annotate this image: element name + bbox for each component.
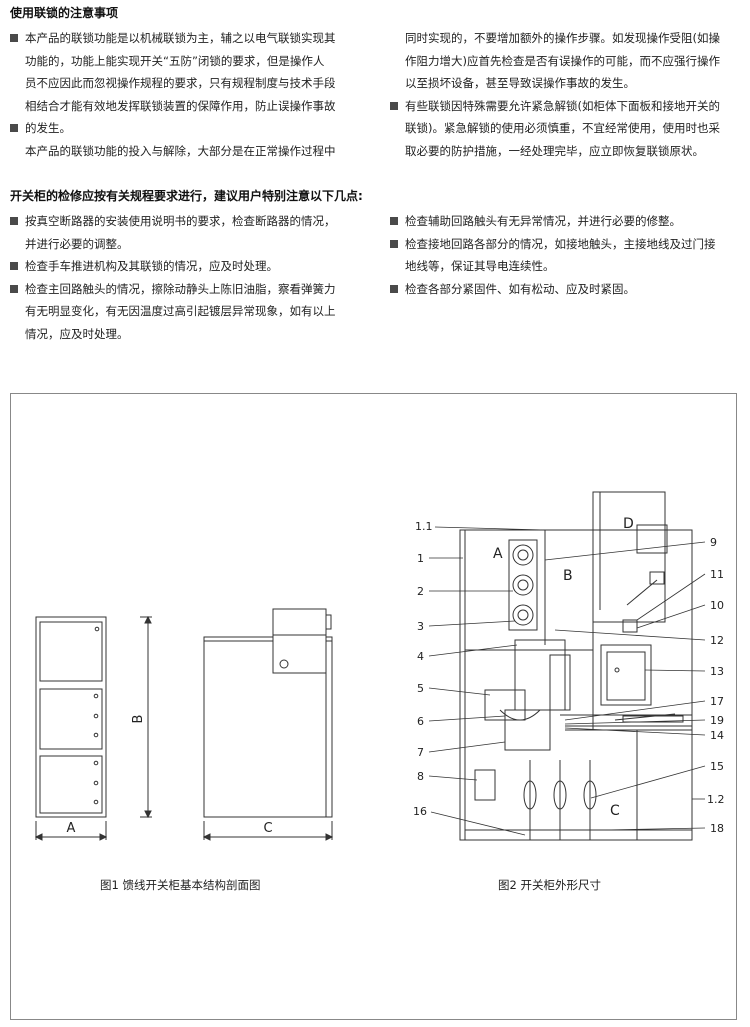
dimension-a-label: A (67, 821, 76, 836)
text-line: 并进行必要的调整。 (10, 233, 370, 256)
text-line: 本产品的联锁功能是以机械联锁为主，辅之以电气联锁实现其 (10, 27, 370, 50)
maintenance-right-column: 检查辅助回路触头有无异常情况，并进行必要的修整。检查接地回路各部分的情况，如接地… (390, 210, 742, 300)
text-line-content: 地线等，保证其导电连续性。 (405, 259, 555, 273)
interlock-right-column: 同时实现的，不要增加额外的操作步骤。如发现操作受阻(如操作阻力增大)应首先检查是… (390, 27, 742, 162)
text-line-content: 功能的，功能上能实现开关“五防”闭锁的要求，但是操作人 (25, 53, 325, 68)
bullet-square-icon (390, 239, 398, 248)
compartment-a: A (493, 546, 503, 562)
text-line: 有些联锁因特殊需要允许紧急解锁(如柜体下面板和接地开关的 (390, 95, 742, 118)
text-line: 取必要的防护措施，一经处理完毕，应立即恢复联锁原状。 (390, 140, 742, 163)
callout-10: 10 (710, 599, 724, 612)
text-line-content: 员不应因此而忽视操作规程的要求，只有规程制度与技术手段 (25, 76, 336, 90)
figure1-caption: 图1 馈线开关柜基本结构剖面图 (100, 878, 261, 892)
callout-12: 12 (710, 634, 724, 647)
dimension-c (202, 821, 334, 841)
bullet-square-icon (10, 34, 18, 42)
interlock-heading: 使用联锁的注意事项 (10, 6, 119, 20)
callout-2: 2 (417, 585, 424, 598)
dimension-b (140, 615, 152, 819)
text-line-content: 相结合才能有效地发挥联锁装置的保障作用，防止误操作事故 (25, 98, 336, 113)
text-line-content: 检查手车推进机构及其联锁的情况，应及时处理。 (25, 259, 278, 273)
dimension-c-label: C (263, 821, 272, 836)
compartment-c: C (610, 803, 620, 819)
text-line: 功能的，功能上能实现开关“五防”闭锁的要求，但是操作人 (10, 50, 370, 73)
dimension-b-label: B (131, 715, 146, 724)
text-line-content: 情况，应及时处理。 (25, 326, 129, 341)
text-line: 同时实现的，不要增加额外的操作步骤。如发现操作受阻(如操 (390, 27, 742, 50)
callout-15: 15 (710, 760, 724, 773)
text-line-content: 联锁)。紧急解锁的使用必须慎重，不宜经常使用，使用时也采 (405, 121, 720, 135)
callout-8: 8 (417, 770, 424, 783)
figure1-drawing: A B C (34, 608, 334, 841)
text-line-content: 检查辅助回路触头有无异常情况，并进行必要的修整。 (405, 214, 681, 228)
dimension-a (34, 821, 108, 841)
figure-frame (10, 393, 737, 1020)
text-line-content: 以至损坏设备，甚至导致误操作事故的发生。 (405, 76, 635, 90)
callout-3: 3 (417, 620, 424, 633)
callout-9: 9 (710, 536, 717, 549)
text-line-content: 作阻力增大)应首先检查是否有误操作的可能，而不应强行操作 (405, 53, 720, 68)
bullet-square-icon (10, 124, 18, 132)
callout-14: 14 (710, 729, 724, 742)
text-line-content: 的发生。 (25, 121, 71, 135)
figure2-caption: 图2 开关柜外形尺寸 (498, 878, 601, 892)
compartment-b: B (563, 568, 573, 584)
callout-18: 18 (710, 822, 724, 835)
side-view (203, 608, 333, 818)
text-line-content: 同时实现的，不要增加额外的操作步骤。如发现操作受阻(如操 (405, 31, 720, 45)
interlock-left-column: 本产品的联锁功能是以机械联锁为主，辅之以电气联锁实现其功能的，功能上能实现开关“… (10, 27, 370, 162)
bullet-square-icon (10, 217, 18, 225)
text-line: 作阻力增大)应首先检查是否有误操作的可能，而不应强行操作 (390, 50, 742, 73)
text-line-content: 取必要的防护措施，一经处理完毕，应立即恢复联锁原状。 (405, 143, 704, 158)
front-view (35, 616, 107, 818)
cabinet-outline (459, 529, 693, 841)
text-line: 检查接地回路各部分的情况，如接地触头，主接地线及过门接 (390, 233, 742, 256)
callout-1: 1 (417, 552, 424, 565)
text-line-content: 本产品的联锁功能的投入与解除，大部分是在正常操作过程中 (25, 143, 336, 158)
text-line: 本产品的联锁功能的投入与解除，大部分是在正常操作过程中 (10, 140, 370, 163)
text-line: 员不应因此而忽视操作规程的要求，只有规程制度与技术手段 (10, 72, 370, 95)
bullet-square-icon (390, 284, 398, 293)
maintenance-heading: 开关柜的检修应按有关规程要求进行，建议用户特别注意以下几点: (10, 189, 363, 203)
text-line: 相结合才能有效地发挥联锁装置的保障作用，防止误操作事故 (10, 95, 370, 118)
text-line: 检查辅助回路触头有无异常情况，并进行必要的修整。 (390, 210, 742, 233)
callout-6: 6 (417, 715, 424, 728)
maintenance-left-column: 按真空断路器的安装使用说明书的要求，检查断路器的情况， 并进行必要的调整。检查手车… (10, 210, 370, 345)
callout-4: 4 (417, 650, 424, 663)
callout-19: 19 (710, 714, 724, 727)
callout-11: 11 (710, 568, 724, 581)
text-line-content: 检查主回路触头的情况，擦除动静头上陈旧油脂，察看弹簧力 (25, 281, 336, 296)
bullet-square-icon (10, 262, 18, 270)
bullet-square-icon (390, 101, 398, 110)
figure2-drawing: A B C D 1.1 1 2 3 4 5 6 7 8 16 9 11 10 1… (413, 491, 725, 841)
text-line-content: 本产品的联锁功能是以机械联锁为主，辅之以电气联锁实现其 (25, 31, 336, 45)
callout-17: 17 (710, 695, 724, 708)
text-line: 按真空断路器的安装使用说明书的要求，检查断路器的情况， (10, 210, 370, 233)
text-line-content: 按真空断路器的安装使用说明书的要求，检查断路器的情况， (25, 214, 336, 228)
callout-1-1: 1.1 (415, 520, 433, 533)
text-line-content: 有些联锁因特殊需要允许紧急解锁(如柜体下面板和接地开关的 (405, 98, 720, 113)
text-line: 的发生。 (10, 117, 370, 140)
bullet-square-icon (390, 217, 398, 225)
text-line: 联锁)。紧急解锁的使用必须慎重，不宜经常使用，使用时也采 (390, 117, 742, 140)
text-line: 地线等，保证其导电连续性。 (390, 255, 742, 278)
callout-5: 5 (417, 682, 424, 695)
callout-7: 7 (417, 746, 424, 759)
bullet-square-icon (10, 284, 18, 293)
text-line: 检查手车推进机构及其联锁的情况，应及时处理。 (10, 255, 370, 278)
callout-1-2: 1.2 (707, 793, 725, 806)
text-line-content: 检查接地回路各部分的情况，如接地触头，主接地线及过门接 (405, 236, 716, 251)
text-line: 检查主回路触头的情况，擦除动静头上陈旧油脂，察看弹簧力 (10, 278, 370, 301)
callout-16: 16 (413, 805, 427, 818)
text-line: 情况，应及时处理。 (10, 323, 370, 346)
text-line: 检查各部分紧固件、如有松动、应及时紧固。 (390, 278, 742, 301)
text-line: 以至损坏设备，甚至导致误操作事故的发生。 (390, 72, 742, 95)
text-line: 有无明显变化，有无因温度过高引起镀层异常现象，如有以上 (10, 300, 370, 323)
text-line-content: 并进行必要的调整。 (25, 236, 129, 251)
text-line-content: 检查各部分紧固件、如有松动、应及时紧固。 (405, 281, 635, 296)
text-line-content: 有无明显变化，有无因温度过高引起镀层异常现象，如有以上 (25, 304, 336, 318)
compartment-d: D (623, 516, 634, 532)
callout-13: 13 (710, 665, 724, 678)
